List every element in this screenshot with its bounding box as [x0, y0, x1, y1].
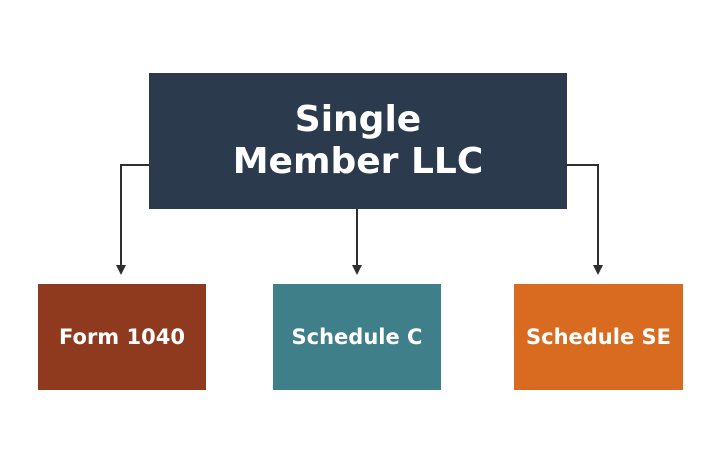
single-member-llc-box: Single Member LLC [149, 73, 567, 209]
connector-right [567, 164, 603, 275]
schedule-c-label: Schedule C [291, 325, 423, 349]
form-1040-label: Form 1040 [59, 325, 185, 349]
schedule-c-box: Schedule C [273, 284, 441, 390]
connector-left [116, 164, 149, 275]
form-1040-box: Form 1040 [38, 284, 206, 390]
schedule-se-label: Schedule SE [526, 325, 671, 349]
root-box-line-2: Member LLC [232, 141, 484, 182]
root-box-line-1: Single [294, 98, 422, 140]
schedule-se-box: Schedule SE [514, 284, 683, 390]
